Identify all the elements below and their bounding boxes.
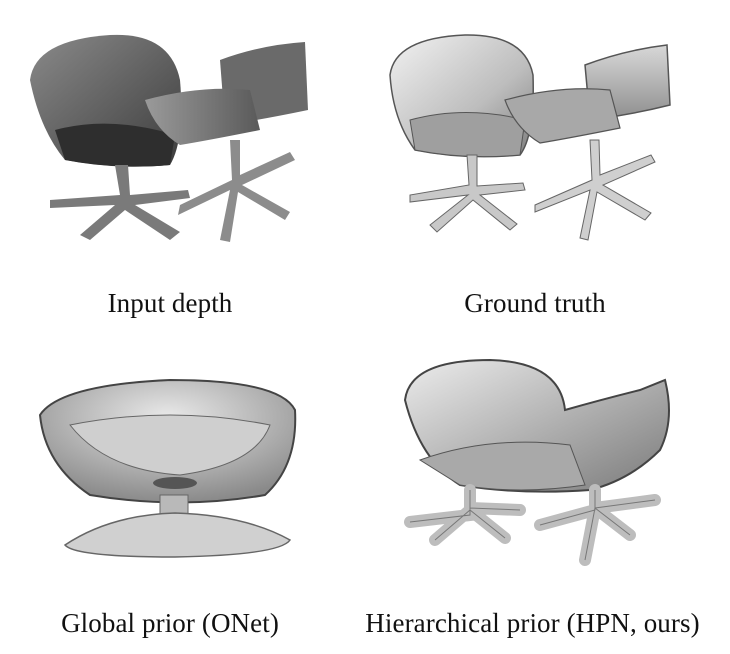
input-depth-render: [30, 34, 308, 242]
right-chair-base: [178, 140, 295, 242]
left-chair-base: [50, 165, 190, 240]
global-prior-render: [38, 378, 297, 558]
panel-hierarchical-prior: [400, 350, 695, 580]
caption-hierarchical-prior: Hierarchical prior (HPN, ours): [365, 608, 700, 638]
onet-base: [63, 512, 292, 558]
ground-truth-render: [389, 34, 671, 241]
caption-ground-truth: Ground truth: [464, 288, 606, 318]
hpn-legs: [404, 484, 661, 566]
gt-right-chair-base: [534, 139, 656, 241]
panel-input-depth: [20, 20, 320, 250]
panel-ground-truth: [385, 20, 685, 250]
hierarchical-prior-render: [403, 358, 670, 566]
panel-global-prior: [30, 365, 320, 565]
gt-left-chair-base: [409, 154, 526, 233]
caption-global-prior: Global prior (ONet): [61, 608, 279, 638]
caption-input-depth: Input depth: [107, 288, 233, 318]
